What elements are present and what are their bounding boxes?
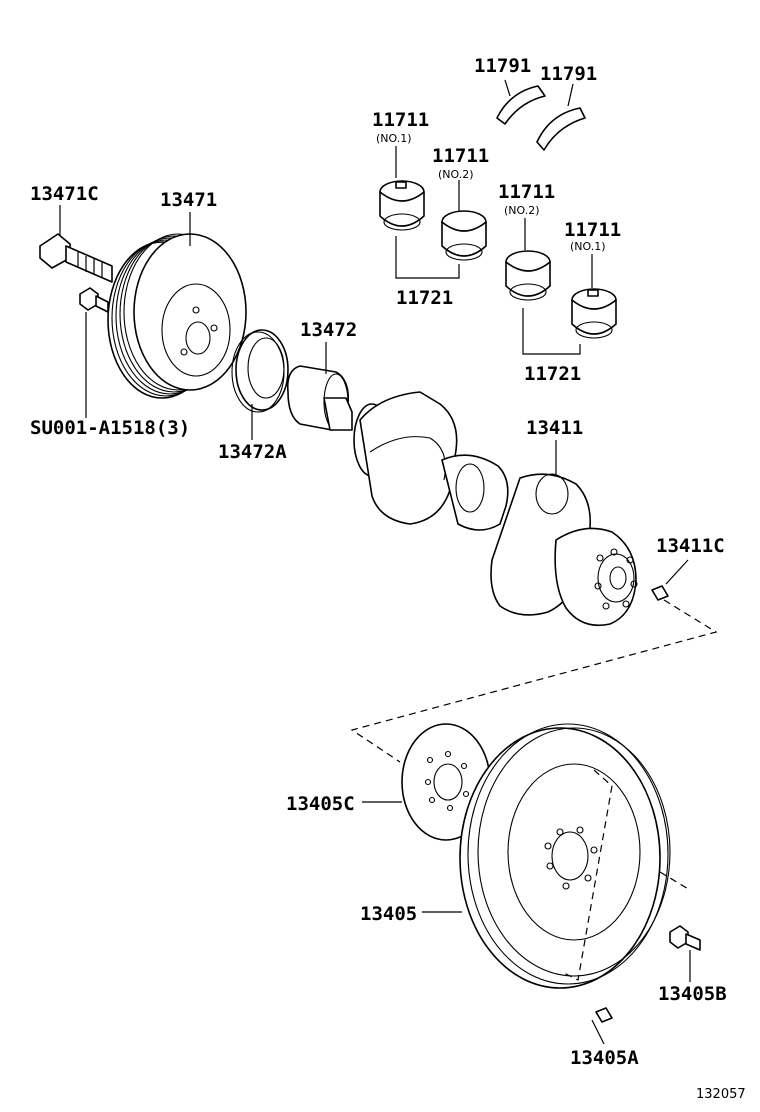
oil-seal-ring[interactable]: [231, 329, 289, 413]
label-11721-left: 11721: [396, 287, 453, 309]
label-13405: 13405: [360, 903, 417, 925]
label-13405c: 13405C: [286, 793, 355, 815]
label-no2-left: (NO.2): [438, 168, 474, 181]
bearing-no2-right[interactable]: [505, 250, 551, 301]
label-11711-no1-left: 11711: [372, 109, 429, 131]
label-11721-right: 11721: [524, 363, 581, 385]
label-11711-no2-left: 11711: [432, 145, 489, 167]
bearing-no1-left[interactable]: [379, 180, 425, 231]
thrust-washer-right[interactable]: [536, 83, 586, 151]
label-no1-right: (NO.1): [570, 240, 606, 253]
label-11791-left: 11791: [474, 55, 531, 77]
crank-pin[interactable]: [651, 585, 669, 601]
figure-number: 132057: [696, 1087, 746, 1102]
pulley-bolt[interactable]: [39, 233, 113, 283]
bearing-no2-left[interactable]: [441, 210, 487, 261]
crankshaft-pulley[interactable]: [107, 233, 247, 399]
label-13411: 13411: [526, 417, 583, 439]
label-13405b: 13405B: [658, 983, 727, 1005]
label-13472a: 13472A: [218, 441, 287, 463]
small-bolt[interactable]: [79, 287, 109, 313]
label-11711-no2-right: 11711: [498, 181, 555, 203]
bearing-no1-right[interactable]: [571, 288, 617, 339]
crankshaft[interactable]: [353, 391, 638, 627]
timing-gear[interactable]: [286, 365, 353, 431]
label-13471c: 13471C: [30, 183, 99, 205]
label-13405a: 13405A: [570, 1047, 639, 1069]
label-no2-right: (NO.2): [504, 204, 540, 217]
label-su001: SU001-A1518(3): [30, 417, 190, 439]
label-11711-no1-right: 11711: [564, 219, 621, 241]
flywheel-bolt[interactable]: [669, 925, 701, 951]
flywheel[interactable]: [459, 723, 691, 989]
label-13472: 13472: [300, 319, 357, 341]
label-11791-right: 11791: [540, 63, 597, 85]
label-no1-left: (NO.1): [376, 132, 412, 145]
label-13471: 13471: [160, 189, 217, 211]
thrust-washer-left[interactable]: [496, 79, 546, 125]
label-13411c: 13411C: [656, 535, 725, 557]
flywheel-pin[interactable]: [595, 1007, 613, 1023]
